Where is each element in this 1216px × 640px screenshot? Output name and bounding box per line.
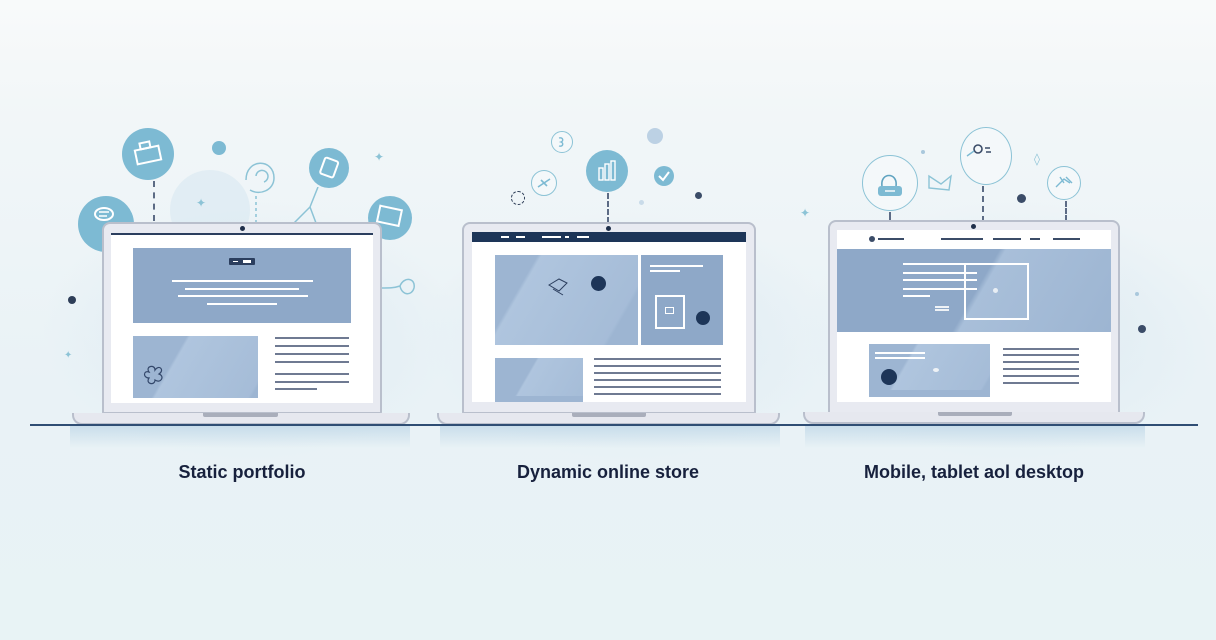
caption-responsive-design: Mobile, tablet aol desktop	[863, 462, 1085, 482]
caption-dynamic-online-store: Dynamic online store	[516, 462, 700, 482]
chat-leaf-icon: ◊	[1034, 152, 1040, 166]
hero-banner	[837, 249, 1111, 332]
spiral-icon	[236, 150, 282, 222]
camera-dot	[606, 226, 611, 231]
checkmark-icon	[654, 166, 674, 186]
trackpad-notch	[938, 412, 1012, 416]
product-side-card	[641, 255, 723, 345]
connector-line	[889, 212, 891, 222]
hero-button[interactable]	[229, 258, 255, 265]
ground-line	[30, 424, 1196, 426]
laptop-shadow	[70, 426, 410, 448]
sparkle-icon: ✦	[196, 196, 207, 210]
laptop-screen	[472, 232, 746, 402]
trackpad-notch	[572, 413, 646, 417]
trackpad-notch	[203, 413, 278, 417]
portfolio-image	[133, 336, 258, 398]
airplane-icon	[531, 170, 557, 196]
product-sketch-icon	[548, 278, 568, 296]
decor-dot	[1135, 292, 1139, 296]
handshake-icon	[1047, 166, 1081, 200]
flower-icon	[143, 365, 163, 385]
small-badge-icon	[212, 141, 226, 155]
smiley-icon	[551, 131, 573, 153]
link-line	[290, 186, 330, 224]
laptop-screen	[111, 233, 373, 403]
envelope-icon	[927, 172, 953, 192]
connector-line	[982, 186, 984, 222]
decor-dot	[68, 296, 76, 304]
store-nav-bar	[472, 232, 746, 242]
nav-link[interactable]	[993, 238, 1021, 240]
product-thumbnail[interactable]	[655, 295, 685, 329]
connector-line	[153, 181, 155, 221]
feature-image	[869, 344, 990, 397]
ground-line-end	[1195, 424, 1198, 426]
laptop-base	[803, 412, 1145, 424]
nav-link[interactable]	[1053, 238, 1080, 240]
caption-static-portfolio: Static portfolio	[178, 462, 306, 482]
sparkle-icon: ✦	[64, 350, 73, 361]
nav-link[interactable]	[941, 238, 983, 240]
sparkle-icon: ✦	[374, 150, 385, 164]
user-avatar-icon	[647, 128, 663, 144]
bar-chart-icon	[586, 150, 628, 192]
laptop-screen	[837, 230, 1111, 402]
decor-dot	[639, 200, 644, 205]
user-profile-icon	[862, 155, 918, 211]
nav-link[interactable]	[1030, 238, 1040, 240]
camera-dot	[240, 226, 245, 231]
add-to-cart-button[interactable]	[591, 276, 606, 291]
decor-dot	[921, 150, 925, 154]
site-logo[interactable]	[869, 236, 875, 242]
decor-dot	[1138, 325, 1146, 333]
product-hero-image	[495, 255, 638, 345]
sparkle-icon: ✦	[800, 206, 811, 220]
play-button[interactable]	[881, 369, 897, 385]
image-gallery-icon	[309, 148, 349, 188]
hero-banner	[133, 248, 351, 323]
laptop-shadow	[440, 426, 780, 448]
balloon-icon	[379, 274, 420, 300]
loading-ring-icon	[511, 191, 525, 205]
decor-dot	[695, 192, 702, 199]
briefcase-icon	[122, 128, 174, 180]
connector-line	[1065, 201, 1067, 221]
thought-bubble-icon	[960, 127, 1012, 185]
laptop-shadow	[805, 426, 1145, 448]
product-image-small	[495, 358, 583, 402]
decor-dot	[1017, 194, 1026, 203]
connector-line	[607, 193, 609, 223]
camera-dot	[971, 224, 976, 229]
add-button[interactable]	[696, 311, 710, 325]
top-nav-bar	[111, 233, 373, 235]
device-frame	[964, 263, 1029, 320]
